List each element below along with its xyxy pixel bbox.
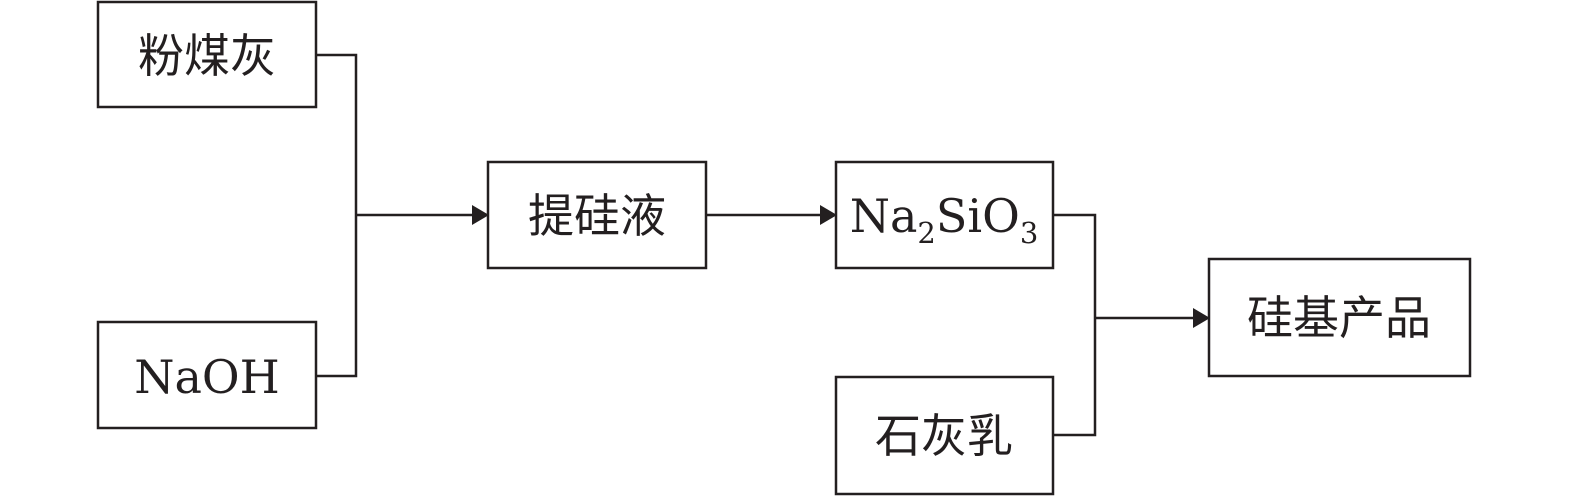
connector-fly-ash xyxy=(316,53,358,215)
label-lime-milk: 石灰乳 xyxy=(875,409,1013,463)
connector-lime-milk xyxy=(1053,318,1097,437)
box-fly-ash: 粉煤灰 xyxy=(96,0,318,109)
box-silica-extract: 提硅液 xyxy=(486,160,708,270)
label-silicon-products: 硅基产品 xyxy=(1247,291,1431,345)
box-silicon-products: 硅基产品 xyxy=(1207,257,1472,378)
label-silica-extract: 提硅液 xyxy=(528,189,666,243)
formula-sio: SiO xyxy=(936,189,1020,243)
connector-naoh xyxy=(316,215,358,378)
box-naoh: NaOH xyxy=(96,320,318,430)
formula-subscript-2: 2 xyxy=(917,216,935,250)
box-lime-milk: 石灰乳 xyxy=(834,375,1055,496)
arrowhead-silica-extract xyxy=(472,205,489,225)
arrowhead-silicon-products xyxy=(1193,308,1210,328)
connectors xyxy=(316,53,1195,437)
arrowheads xyxy=(472,205,1210,328)
label-sodium-silicate: Na2SiO3 xyxy=(850,189,1039,250)
label-naoh: NaOH xyxy=(134,350,280,404)
label-fly-ash: 粉煤灰 xyxy=(138,29,276,83)
arrowhead-sodium-silicate xyxy=(820,205,837,225)
formula-subscript-3: 3 xyxy=(1020,216,1038,250)
box-sodium-silicate: Na2SiO3 xyxy=(834,160,1055,270)
formula-na: Na xyxy=(850,189,918,243)
connector-sodium-silicate xyxy=(1053,213,1097,318)
